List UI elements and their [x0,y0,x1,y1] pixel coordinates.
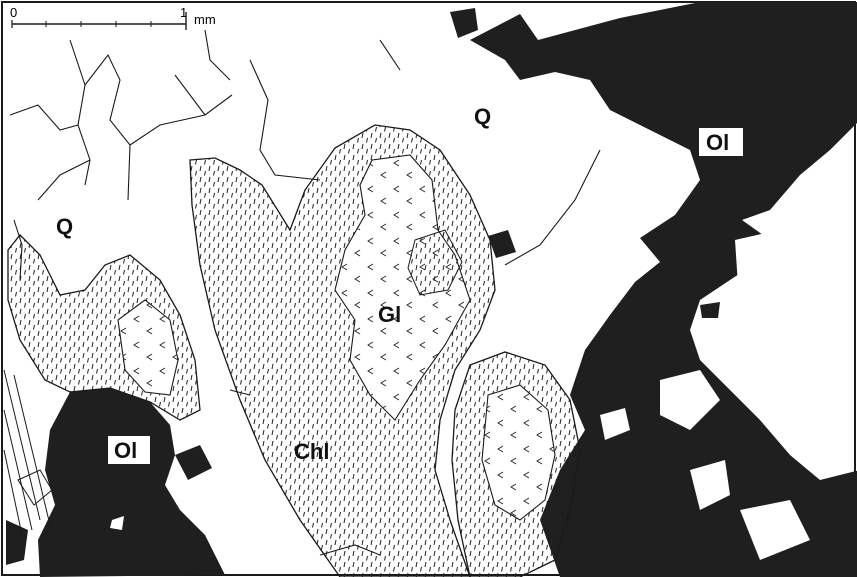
olivine-grain-right [470,2,857,577]
glass-texture [335,155,470,420]
quartz-boundaries [9,29,601,556]
label-chlorite: Chl [294,439,329,464]
label-olivine-left-bg [108,436,150,464]
scale-end-label: 1 [180,5,187,20]
olivine-hole [802,170,820,195]
label-olivine-left: Ol [114,438,137,463]
olivine-hole [600,408,630,440]
label-glass: Gl [378,302,401,327]
scale-unit-label: mm [194,12,216,27]
label-quartz-left: Q [56,214,73,239]
olivine-fragment [6,520,28,565]
label-olivine-right-bg [699,128,743,156]
olivine-hole [660,370,720,430]
glass-texture [482,385,555,520]
scale-bar: 0 1 mm [10,5,216,30]
olivine-fragment [450,8,478,38]
scale-start-label: 0 [10,5,17,20]
label-quartz-upper: Q [474,104,491,129]
glass-texture [118,300,178,395]
olivine-fragment [175,445,212,480]
cleavage-lines [3,369,53,536]
olivine-hole [735,232,795,305]
olivine-hole [690,460,730,510]
olivine-grain-left [38,388,225,577]
olivine-fragment [488,230,516,258]
label-olivine-right: Ol [706,130,729,155]
chlorite-patch [407,229,463,296]
olivine-hole [110,516,124,530]
olivine-fragment [700,302,720,318]
olivine-hole [740,500,810,560]
